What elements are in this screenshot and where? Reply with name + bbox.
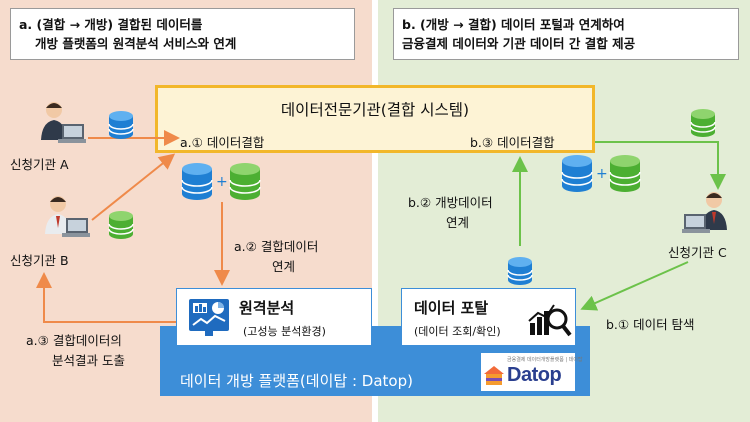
platform-title: 데이터 개방 플랫폼(데이탑 : Datop) <box>180 372 413 390</box>
note-b-line1: b. (개방 → 결합) 데이터 포털과 연계하여 <box>402 17 625 32</box>
remote-analysis-box: 원격분석 (고성능 분석환경) <box>176 288 372 346</box>
agency-b-label: 신청기관 B <box>10 253 69 268</box>
data-search-icon <box>528 304 572 337</box>
step-a2-line1: a.② 결합데이터 <box>234 239 319 254</box>
svg-text:+: + <box>596 166 608 182</box>
note-b-line2: 금융결제 데이터와 기관 데이터 간 결합 제공 <box>402 36 636 51</box>
portal-sub: (데이터 조회/확인) <box>414 325 501 338</box>
note-b: b. (개방 → 결합) 데이터 포털과 연계하여 금융결제 데이터와 기관 데… <box>393 8 739 60</box>
arrow-agency-b-to-combo <box>91 153 176 221</box>
database-icon-blue-a <box>108 111 134 139</box>
step-b3-label: b.③ 데이터결합 <box>470 135 555 150</box>
step-a1-label: a.① 데이터결합 <box>180 135 265 150</box>
arrow-analysis-to-agency-b <box>36 272 176 323</box>
arrow-combo-to-agency-c <box>595 141 726 190</box>
datop-logo: 금융결제 데이터개방플랫폼 | 데이탑 Datop <box>481 353 582 391</box>
combined-database-icons-a: + <box>181 163 261 200</box>
database-icon-blue-portal <box>507 257 533 285</box>
step-a3-line1: a.③ 결합데이터의 <box>26 333 122 348</box>
datop-logo-text: Datop <box>507 364 562 386</box>
combination-system-box: 데이터전문기관(결합 시스템) <box>155 85 595 153</box>
database-icon-green-c <box>690 109 716 137</box>
agency-a-person-icon <box>41 102 86 143</box>
data-portal-box: 데이터 포탈 (데이터 조회/확인) <box>401 288 576 346</box>
svg-text:+: + <box>216 174 228 190</box>
combined-database-icons-b: + <box>561 155 641 192</box>
agency-c-person-icon <box>682 192 727 233</box>
arrow-agency-c-to-portal <box>580 261 689 311</box>
note-a: a. (결합 → 개방) 결합된 데이터를 개방 플랫폼의 원격분석 서비스와 … <box>10 8 355 60</box>
step-a3-line2: 분석결과 도출 <box>52 353 125 368</box>
combo-title: 데이터전문기관(결합 시스템) <box>280 101 470 119</box>
note-a-line1: a. (결합 → 개방) 결합된 데이터를 <box>19 17 203 32</box>
database-icon-green-b <box>108 211 134 239</box>
note-a-line2: 개방 플랫폼의 원격분석 서비스와 연계 <box>35 36 237 51</box>
analytics-dashboard-icon <box>189 299 229 336</box>
datop-logo-small: 금융결제 데이터개방플랫폼 | 데이탑 <box>507 357 583 363</box>
step-a2-line2: 연계 <box>272 259 296 274</box>
agency-c-label: 신청기관 C <box>668 245 727 260</box>
step-b1-label: b.① 데이터 탐색 <box>606 317 695 332</box>
step-b2-line2: 연계 <box>446 215 470 230</box>
agency-a-label: 신청기관 A <box>10 157 69 172</box>
portal-title: 데이터 포탈 <box>414 299 489 317</box>
step-b2-line1: b.② 개방데이터 <box>408 195 493 210</box>
analysis-sub: (고성능 분석환경) <box>243 325 326 338</box>
agency-b-person-icon <box>45 196 90 237</box>
analysis-title: 원격분석 <box>239 299 295 317</box>
datop-house-icon <box>484 366 504 385</box>
